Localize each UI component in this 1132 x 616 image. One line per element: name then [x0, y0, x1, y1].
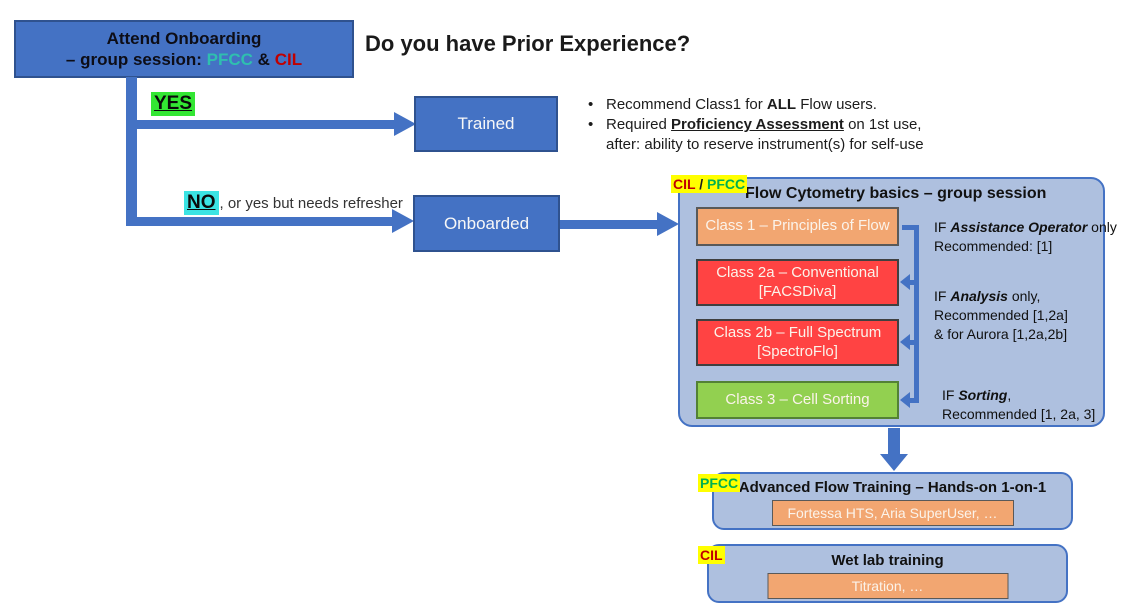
advanced-panel-title: Advanced Flow Training – Hands-on 1-on-1	[738, 479, 1047, 496]
tag-pfcc-label: PFCC	[706, 176, 746, 192]
class2b-label-line2: [SpectroFlo]	[757, 342, 838, 360]
trained-note-1: • Recommend Class1 for ALL Flow users.	[588, 95, 1132, 115]
advanced-item-label: Fortessa HTS, Aria SuperUser, …	[787, 505, 998, 521]
class2b-box: Class 2b – Full Spectrum [SpectroFlo]	[696, 319, 899, 366]
annotation-analysis-line2: Recommended [1,2a]	[934, 307, 1068, 323]
advanced-tag-pfcc-label: PFCC	[700, 475, 739, 491]
bracket-arm-2b	[909, 340, 919, 345]
class1-box: Class 1 – Principles of Flow	[696, 207, 899, 246]
ann2-em: Analysis	[950, 288, 1008, 304]
onboarded-arrow-head-icon	[657, 212, 679, 236]
wetlab-panel-tag: CIL	[698, 546, 725, 564]
wetlab-tag-cil-label: CIL	[700, 547, 723, 563]
ann2-post: only,	[1007, 288, 1041, 304]
note2-post: on 1st use,	[843, 116, 922, 133]
yes-label: YES	[151, 92, 196, 116]
trained-note-2: • Required Proficiency Assessment on 1st…	[588, 115, 1132, 135]
bracket-vertical-line	[914, 225, 919, 403]
bracket-arrow-2b-icon	[900, 334, 910, 350]
ann3-pre: IF	[942, 387, 959, 403]
advanced-item-box: Fortessa HTS, Aria SuperUser, …	[771, 500, 1014, 526]
annotation-sorting: IF Sorting, Recommended [1, 2a, 3]	[942, 386, 1095, 424]
trained-node-label: Trained	[457, 114, 515, 133]
basics-panel-tag: CIL / PFCC	[671, 175, 748, 193]
start-node-pfcc-label: PFCC	[206, 50, 253, 69]
wetlab-item-box: Titration, …	[767, 573, 1008, 599]
trained-note-2-continuation: after: ability to reserve instrument(s) …	[606, 136, 924, 153]
onboarded-node-label: Onboarded	[443, 213, 530, 233]
annotation-assistance: IF Assistance Operator only Recommended:…	[934, 218, 1117, 256]
class2a-label-line2: [FACSDiva]	[758, 282, 837, 300]
wetlab-panel-title: Wet lab training	[831, 552, 944, 569]
class2a-label: Class 2a – Conventional	[716, 263, 879, 281]
trained-notes: • Recommend Class1 for ALL Flow users. •…	[588, 95, 1132, 155]
annotation-sorting-line1: IF Sorting,	[942, 386, 1095, 405]
class3-box: Class 3 – Cell Sorting	[696, 381, 899, 419]
note2-pre: Required	[606, 116, 672, 133]
note1-post: Flow users.	[796, 96, 877, 113]
down-arrow-shaft	[888, 428, 900, 456]
bracket-arrow-2a-icon	[900, 274, 910, 290]
class3-label: Class 3 – Cell Sorting	[725, 390, 870, 408]
start-node-line2: – group session: PFCC & CIL	[66, 49, 302, 70]
onboarded-node: Onboarded	[413, 195, 560, 252]
advanced-panel-tag: PFCC	[698, 474, 741, 492]
bracket-arm-2a	[909, 280, 919, 285]
bracket-arrow-3-icon	[900, 392, 910, 408]
start-node-cil-label: CIL	[274, 50, 303, 69]
tag-separator: /	[695, 176, 707, 192]
ann2-pre: IF	[934, 288, 951, 304]
bullet-icon: •	[588, 116, 594, 133]
yes-branch-label: YES	[151, 92, 196, 116]
no-label: NO	[184, 191, 219, 215]
ann1-em: Assistance Operator	[950, 219, 1088, 235]
ann3-post: ,	[1007, 387, 1012, 403]
bracket-arm-3	[909, 398, 919, 403]
annotation-sorting-line2: Recommended [1, 2a, 3]	[942, 406, 1096, 422]
start-node-joiner: &	[252, 50, 275, 69]
tag-cil-label: CIL	[673, 176, 696, 192]
class2b-label: Class 2b – Full Spectrum	[713, 323, 882, 341]
start-node-line1: Attend Onboarding	[106, 28, 262, 48]
class2a-box: Class 2a – Conventional [FACSDiva]	[696, 259, 899, 306]
bullet-icon: •	[588, 96, 594, 113]
basics-panel: Flow Cytometry basics – group session Cl…	[678, 177, 1117, 427]
start-node-line2-prefix: – group session:	[65, 50, 207, 69]
annotation-assistance-line2: Recommended: [1]	[934, 238, 1053, 254]
class1-label: Class 1 – Principles of Flow	[705, 217, 890, 235]
onboarded-arrow-shaft	[560, 220, 657, 229]
yes-arrow-head-icon	[394, 112, 416, 136]
ann3-em: Sorting	[958, 387, 1008, 403]
note2-bold-underline: Proficiency Assessment	[671, 116, 844, 133]
ann1-post: only	[1087, 219, 1117, 235]
bracket-top-connector	[902, 225, 919, 230]
trained-note-2-text: Required Proficiency Assessment on 1st u…	[606, 115, 921, 135]
wetlab-item-label: Titration, …	[851, 578, 924, 594]
no-label-suffix: , or yes but needs refresher	[219, 195, 403, 212]
no-arrow-head-icon	[392, 209, 414, 233]
note1-bold: ALL	[766, 96, 797, 113]
start-node-attend-onboarding: Attend Onboarding – group session: PFCC …	[14, 20, 354, 78]
no-arrow-shaft	[126, 217, 392, 226]
basics-panel-title: Flow Cytometry basics – group session	[745, 185, 1047, 202]
advanced-panel: Advanced Flow Training – Hands-on 1-on-1…	[712, 472, 1073, 530]
annotation-analysis-line1: IF Analysis only,	[934, 287, 1068, 306]
branch-trunk-line	[126, 77, 137, 226]
page-title: Do you have Prior Experience?	[365, 31, 691, 56]
annotation-analysis-line3: & for Aurora [1,2a,2b]	[934, 326, 1068, 342]
annotation-analysis: IF Analysis only, Recommended [1,2a] & f…	[934, 287, 1068, 344]
note1-pre: Recommend Class1 for	[606, 96, 767, 113]
ann1-pre: IF	[934, 219, 951, 235]
annotation-assistance-line1: IF Assistance Operator only	[934, 218, 1117, 237]
no-branch-label: NO, or yes but needs refresher	[184, 191, 403, 215]
trained-note-1-text: Recommend Class1 for ALL Flow users.	[606, 95, 877, 115]
wetlab-panel: Wet lab training Titration, …	[707, 544, 1068, 603]
trained-node: Trained	[414, 96, 558, 152]
down-arrow-head-icon	[880, 454, 908, 471]
yes-arrow-shaft	[126, 120, 396, 129]
